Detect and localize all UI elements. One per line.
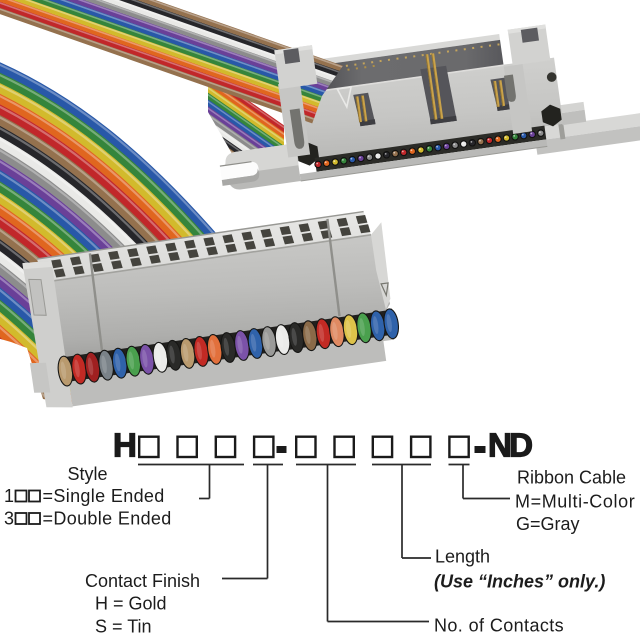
svg-text:Length: Length: [435, 547, 490, 567]
svg-text:(Use “Inches” only.): (Use “Inches” only.): [434, 572, 605, 592]
svg-text:3: 3: [4, 509, 14, 529]
svg-text:S = Tin: S = Tin: [95, 617, 152, 637]
svg-text:Style: Style: [68, 464, 108, 484]
svg-text:H: H: [113, 427, 137, 464]
svg-text:=Single Ended: =Single Ended: [43, 486, 165, 506]
svg-text:=Double Ended: =Double Ended: [43, 509, 172, 529]
svg-text:M=Multi-Color: M=Multi-Color: [515, 492, 635, 512]
svg-text:ND: ND: [488, 427, 533, 464]
svg-text:Contact Finish: Contact Finish: [85, 571, 200, 591]
svg-text:H = Gold: H = Gold: [95, 594, 167, 614]
svg-text:Ribbon Cable: Ribbon Cable: [517, 468, 626, 488]
svg-text:G=Gray: G=Gray: [516, 514, 580, 534]
svg-text:1: 1: [4, 486, 14, 506]
svg-text:No. of Contacts: No. of Contacts: [434, 616, 564, 636]
